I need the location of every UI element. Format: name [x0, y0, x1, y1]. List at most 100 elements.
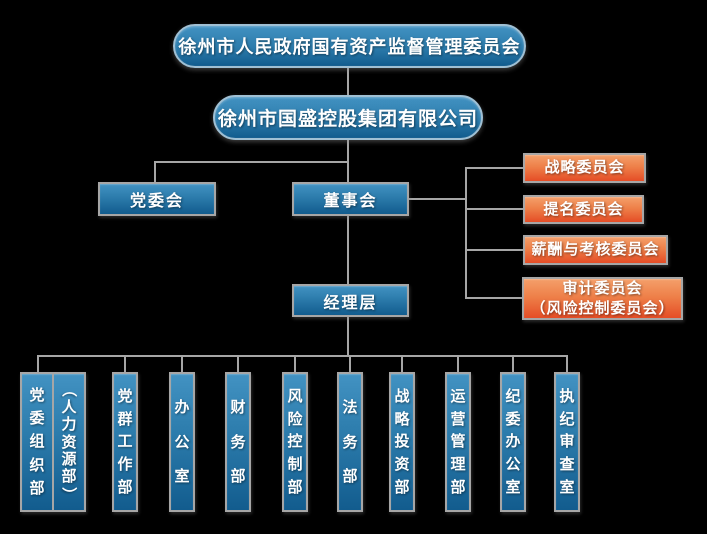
dept-char: 纪 [505, 387, 521, 405]
dept-char: 群 [117, 410, 133, 428]
dept-char: 审 [559, 433, 575, 451]
dept-char: 部 [394, 479, 410, 497]
connector-line [465, 167, 523, 169]
dept-char: 部 [61, 468, 77, 486]
dept-char: 险 [287, 410, 303, 428]
dept-char: 运 [450, 387, 466, 405]
dept-char: 资 [61, 433, 77, 451]
company-node-box: 徐州市国盛控股集团有限公司 [213, 95, 483, 140]
dept-char: 部 [287, 479, 303, 497]
dept-char: 战 [394, 387, 410, 405]
committee-label: （风险控制委员会） [530, 299, 675, 317]
committee-label: 战略委员会 [544, 159, 625, 176]
connector-line [465, 167, 467, 299]
connector-line [347, 140, 349, 183]
dept-char: 投 [394, 433, 410, 451]
department-box: 党委组织部（人力资源部） [20, 372, 86, 512]
dept-char: 部 [230, 467, 246, 485]
dept-char: 党 [117, 387, 133, 405]
dept-char: 控 [287, 433, 303, 451]
dept-char: 务 [342, 433, 358, 451]
department-cell: 党委组织部 [22, 374, 52, 510]
committee-box: 战略委员会 [523, 153, 646, 183]
department-cell: （人力资源部） [52, 374, 84, 510]
connector-line [181, 355, 183, 373]
department-box: 风险控制部 [282, 372, 308, 512]
department-box: 运营管理部 [445, 372, 471, 512]
dept-char: 室 [559, 479, 575, 497]
management-layer-box: 经理层 [292, 284, 409, 317]
dept-char: 力 [61, 416, 77, 434]
connector-line [237, 355, 239, 373]
connector-line [347, 68, 349, 96]
dept-char: ） [60, 486, 78, 502]
dept-char: 办 [505, 433, 521, 451]
committee-box: 审计委员会 （风险控制委员会） [522, 277, 683, 320]
dept-char: 室 [505, 479, 521, 497]
party-committee-box: 党委会 [98, 182, 216, 216]
committee-box: 提名委员会 [523, 195, 644, 224]
connector-line [347, 317, 349, 357]
connector-line [294, 355, 296, 373]
dept-char: 务 [230, 433, 246, 451]
dept-char: 制 [287, 456, 303, 474]
department-box: 纪委办公室 [500, 372, 526, 512]
dept-char: 营 [450, 410, 466, 428]
dept-char: 部 [342, 467, 358, 485]
connector-line [37, 355, 39, 373]
connector-line [465, 249, 523, 251]
department-box: 战略投资部 [389, 372, 415, 512]
management-layer-label: 经理层 [323, 294, 378, 312]
connector-line [154, 161, 156, 183]
dept-char: 室 [174, 467, 190, 485]
dept-char: 人 [61, 398, 77, 416]
committee-box: 薪酬与考核委员会 [523, 235, 668, 265]
connector-line [124, 355, 126, 373]
dept-char: 公 [505, 456, 521, 474]
dept-char: 组 [29, 433, 45, 451]
dept-char: 理 [450, 456, 466, 474]
dept-char: 部 [29, 479, 45, 497]
connector-line [566, 355, 568, 373]
connector-line [37, 355, 568, 357]
connector-line [349, 355, 351, 373]
department-box: 党群工作部 [112, 372, 138, 512]
root-node-box: 徐州市人民政府国有资产监督管理委员会 [173, 24, 526, 68]
dept-char: 部 [450, 479, 466, 497]
dept-char: 查 [559, 456, 575, 474]
connector-line [465, 208, 523, 210]
board-of-directors-label: 董事会 [323, 193, 378, 210]
committee-label: 审计委员会 [562, 279, 643, 297]
dept-char: 织 [29, 456, 45, 474]
dept-char: 源 [61, 450, 77, 468]
party-committee-label: 党委会 [129, 193, 184, 210]
connector-line [457, 355, 459, 373]
dept-char: 委 [29, 410, 45, 428]
dept-char: 作 [117, 456, 133, 474]
dept-char: 公 [174, 433, 190, 451]
company-node-label: 徐州市国盛控股集团有限公司 [217, 109, 478, 130]
dept-char: 风 [287, 387, 303, 405]
connector-line [401, 355, 403, 373]
dept-char: 委 [505, 410, 521, 428]
connector-line [155, 161, 348, 163]
connector-line [465, 297, 522, 299]
committee-label: 提名委员会 [543, 200, 624, 218]
dept-char: 管 [450, 433, 466, 451]
committee-label: 薪酬与考核委员会 [531, 241, 660, 258]
dept-char: 部 [117, 479, 133, 497]
dept-char: （ [60, 382, 78, 398]
dept-char: 略 [394, 410, 410, 428]
department-box: 执纪审查室 [554, 372, 580, 512]
dept-char: 工 [117, 433, 133, 451]
department-box: 财务部 [225, 372, 251, 512]
connector-line [347, 216, 349, 284]
dept-char: 党 [29, 387, 45, 405]
connector-line [512, 355, 514, 373]
dept-char: 财 [230, 399, 246, 417]
dept-char: 办 [174, 399, 190, 417]
root-node-label: 徐州市人民政府国有资产监督管理委员会 [178, 37, 521, 57]
department-box: 办公室 [169, 372, 195, 512]
dept-char: 资 [394, 456, 410, 474]
